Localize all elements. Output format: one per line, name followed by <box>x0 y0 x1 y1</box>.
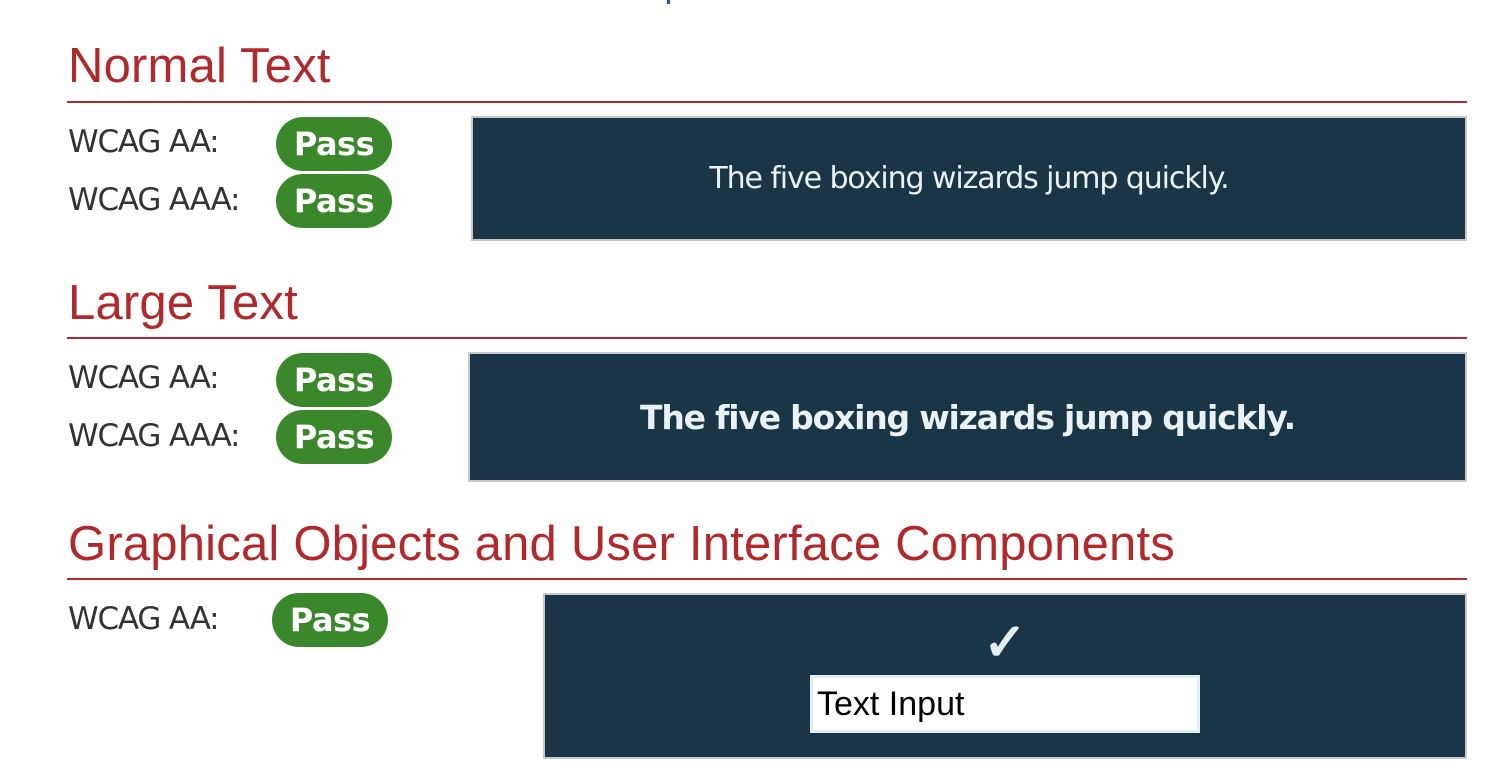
preview-sample-text: The five boxing wizards jump quickly. <box>709 161 1229 196</box>
checkmark-icon: ✓ <box>983 612 1027 673</box>
normal-text-preview: The five boxing wizards jump quickly. <box>471 116 1467 241</box>
wcag-aa-label: WCAG AA: <box>68 360 220 396</box>
wcag-aa-status-badge: Pass <box>276 117 392 171</box>
cropped-top-fragment <box>667 0 670 4</box>
preview-sample-text: The five boxing wizards jump quickly. <box>640 397 1296 437</box>
ui-components-preview: ✓ <box>543 593 1467 759</box>
wcag-aaa-status-badge: Pass <box>276 174 392 228</box>
section-divider <box>67 578 1467 580</box>
large-text-preview: The five boxing wizards jump quickly. <box>468 352 1467 482</box>
wcag-aa-status-badge: Pass <box>272 593 388 647</box>
section-title-graphical-objects: Graphical Objects and User Interface Com… <box>68 517 1175 571</box>
wcag-aa-label: WCAG AA: <box>68 124 220 160</box>
wcag-aaa-label: WCAG AAA: <box>68 418 240 454</box>
wcag-aaa-status-badge: Pass <box>276 410 392 464</box>
wcag-aa-status-badge: Pass <box>276 353 392 407</box>
section-title-large-text: Large Text <box>68 276 298 330</box>
section-divider <box>67 337 1467 339</box>
wcag-aa-label: WCAG AA: <box>68 601 220 637</box>
wcag-aaa-label: WCAG AAA: <box>68 182 240 218</box>
sample-text-input[interactable] <box>810 675 1200 733</box>
section-title-normal-text: Normal Text <box>68 39 331 93</box>
section-divider <box>67 101 1467 103</box>
